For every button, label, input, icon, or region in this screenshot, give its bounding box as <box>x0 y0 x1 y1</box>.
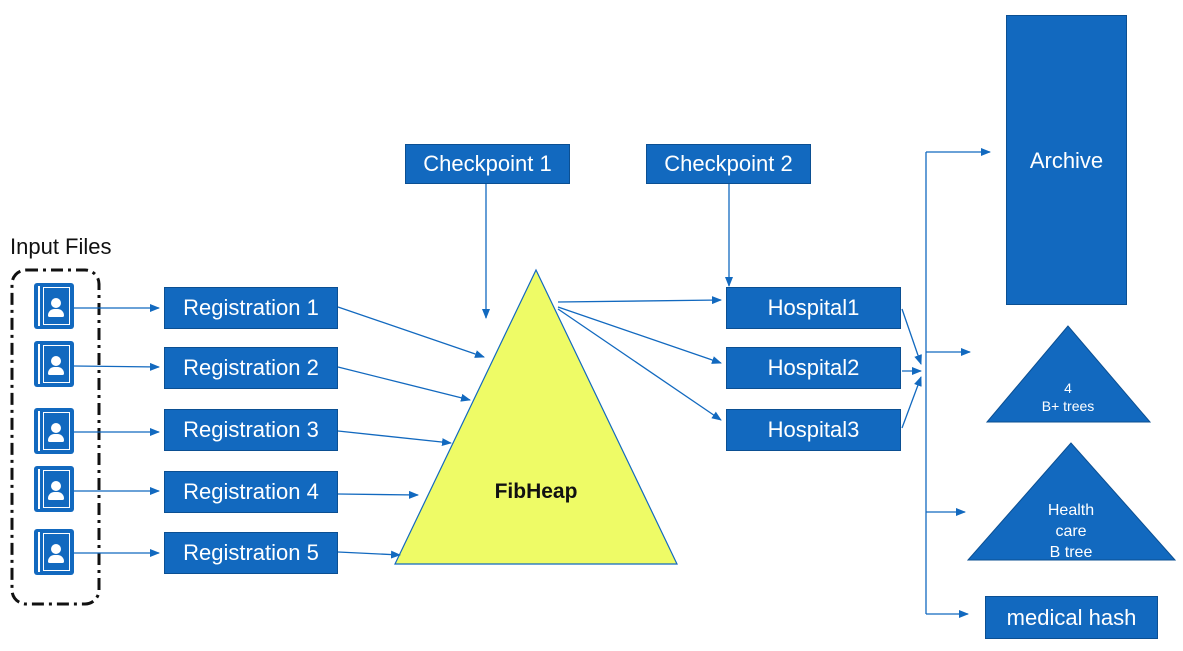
registration-arrows <box>337 306 485 559</box>
bplus-trees-line-2: B+ trees <box>1042 398 1095 414</box>
registration-5-box[interactable]: Registration 5 <box>164 532 338 574</box>
input-files-title: Input Files <box>10 234 112 259</box>
healthcare-btree-line-3: B tree <box>1050 544 1093 561</box>
person-file-icon[interactable] <box>34 529 74 575</box>
bplus-trees-triangle <box>985 325 1152 423</box>
registration-4-box[interactable]: Registration 4 <box>164 471 338 513</box>
fibheap-triangle <box>394 268 678 565</box>
fibheap-label: FibHeap <box>495 480 578 503</box>
medical-hash-box[interactable]: medical hash <box>985 596 1158 639</box>
hospital-1-box[interactable]: Hospital1 <box>726 287 901 329</box>
healthcare-btree-triangle <box>966 442 1177 561</box>
archive-box[interactable]: Archive <box>1006 15 1127 305</box>
fibheap-to-hospital-arrows <box>557 296 722 421</box>
checkpoint-2-box[interactable]: Checkpoint 2 <box>646 144 811 184</box>
bplus-trees-line-1: 4 <box>1064 380 1072 396</box>
person-file-icon[interactable] <box>34 466 74 512</box>
registration-1-box[interactable]: Registration 1 <box>164 287 338 329</box>
registration-2-box[interactable]: Registration 2 <box>164 347 338 389</box>
person-file-icon[interactable] <box>34 408 74 454</box>
healthcare-btree-line-1: Health <box>1048 502 1094 519</box>
output-distribution-lines <box>925 148 991 618</box>
checkpoint-arrows <box>482 184 733 319</box>
hospital-2-box[interactable]: Hospital2 <box>726 347 901 389</box>
input-arrows <box>73 304 160 557</box>
person-file-icon[interactable] <box>34 341 74 387</box>
input-files-container <box>10 268 101 606</box>
healthcare-btree-line-2: care <box>1055 523 1086 540</box>
person-file-icon[interactable] <box>34 283 74 329</box>
checkpoint-1-box[interactable]: Checkpoint 1 <box>405 144 570 184</box>
hospital-3-box[interactable]: Hospital3 <box>726 409 901 451</box>
registration-3-box[interactable]: Registration 3 <box>164 409 338 451</box>
hospital-merge-arrows <box>901 308 922 429</box>
